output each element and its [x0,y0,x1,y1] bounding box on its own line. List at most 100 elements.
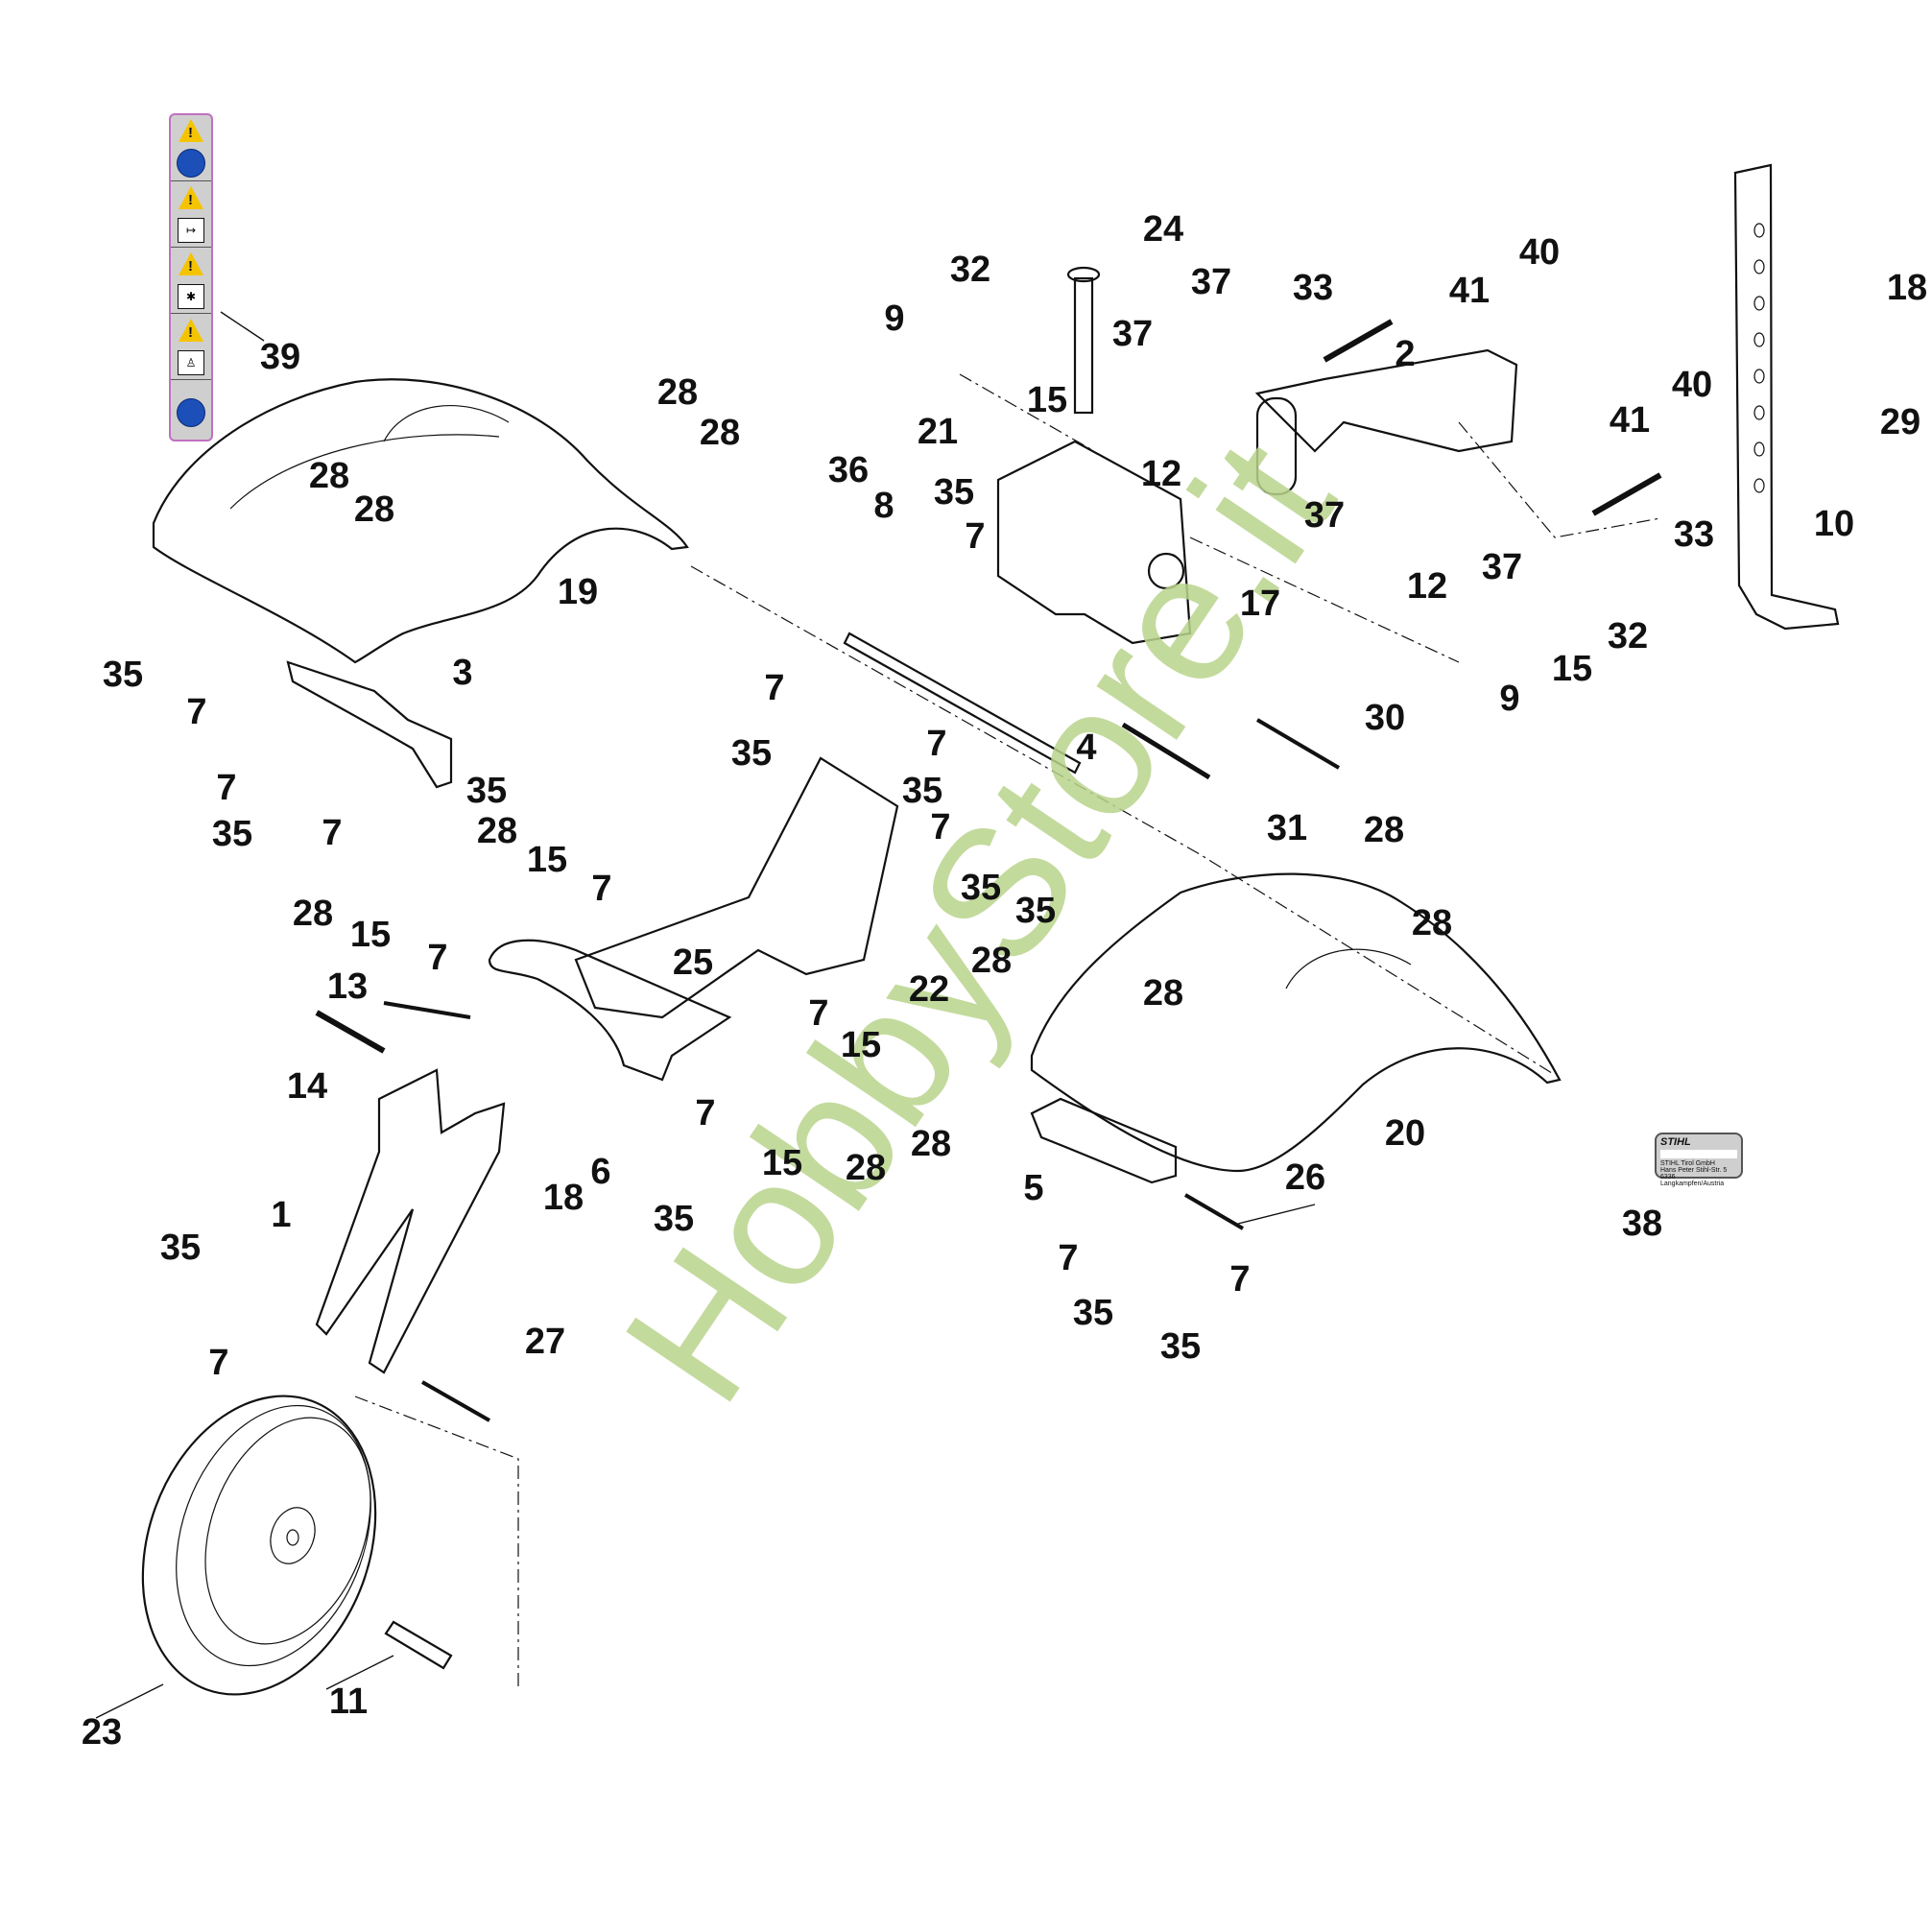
part-callout-24[interactable]: 24 [1142,209,1184,250]
part-callout-41[interactable]: 41 [1609,400,1651,441]
part-callout-15[interactable]: 15 [526,840,568,880]
part-callout-37[interactable]: 37 [1111,314,1154,354]
part-callout-19[interactable]: 19 [557,572,599,612]
part-callout-35[interactable]: 35 [901,771,943,811]
part-callout-21[interactable]: 21 [917,412,959,452]
part-callout-26[interactable]: 26 [1284,1157,1326,1198]
part-callout-7[interactable]: 7 [322,813,343,853]
rating-plate: STIHL STIHL Tirol GmbH Hans Peter Stihl-… [1655,1133,1743,1187]
part-callout-20[interactable]: 20 [1384,1113,1426,1154]
part-callout-40[interactable]: 40 [1671,365,1713,405]
part-callout-7[interactable]: 7 [764,668,785,708]
part-callout-25[interactable]: 25 [672,942,714,983]
part-callout-29[interactable]: 29 [1879,402,1921,442]
part-callout-15[interactable]: 15 [761,1143,803,1183]
part-callout-28[interactable]: 28 [1142,973,1184,1014]
part-callout-35[interactable]: 35 [1159,1326,1202,1367]
label-cell: ↦ [171,181,211,248]
part-callout-37[interactable]: 37 [1190,262,1232,302]
part-callout-33[interactable]: 33 [1292,268,1334,308]
part-callout-7[interactable]: 7 [591,869,612,909]
part-callout-7[interactable]: 7 [186,692,207,732]
hearing-protection-icon [177,398,205,427]
part-callout-7[interactable]: 7 [965,516,986,557]
label-cell [171,380,211,445]
part-callout-37[interactable]: 37 [1481,547,1523,587]
part-callout-28[interactable]: 28 [656,372,699,413]
part-callout-28[interactable]: 28 [1411,903,1453,943]
part-callout-35[interactable]: 35 [730,733,773,774]
wheel [141,1395,377,1696]
part-callout-4[interactable]: 4 [1076,727,1097,768]
part-callout-35[interactable]: 35 [653,1199,695,1239]
part-callout-7[interactable]: 7 [208,1343,229,1383]
pin [315,1010,386,1054]
part-callout-2[interactable]: 2 [1395,334,1416,374]
part-callout-7[interactable]: 7 [427,938,448,978]
part-callout-11[interactable]: 11 [328,1682,369,1722]
part-callout-28[interactable]: 28 [910,1124,952,1164]
part-callout-35[interactable]: 35 [159,1228,202,1268]
part-callout-6[interactable]: 6 [590,1152,611,1192]
part-callout-17[interactable]: 17 [1239,584,1281,624]
part-callout-15[interactable]: 15 [1551,649,1593,689]
part-callout-40[interactable]: 40 [1518,232,1561,273]
part-callout-15[interactable]: 15 [840,1025,882,1065]
part-callout-41[interactable]: 41 [1448,271,1491,311]
hazard-thrown-objects-icon [179,185,203,209]
part-callout-30[interactable]: 30 [1364,698,1406,738]
part-callout-7[interactable]: 7 [926,724,947,764]
part-callout-28[interactable]: 28 [353,489,395,530]
part-callout-7[interactable]: 7 [1058,1238,1079,1278]
part-callout-35[interactable]: 35 [465,771,508,811]
part-callout-35[interactable]: 35 [1014,891,1057,931]
part-callout-28[interactable]: 28 [476,811,518,851]
part-callout-28[interactable]: 28 [970,941,1013,981]
part-callout-27[interactable]: 27 [524,1322,566,1362]
bolt [1183,1193,1245,1230]
part-callout-12[interactable]: 12 [1140,454,1182,494]
part-callout-35[interactable]: 35 [102,655,144,695]
part-callout-35[interactable]: 35 [211,814,253,854]
part-callout-22[interactable]: 22 [908,969,950,1010]
part-callout-15[interactable]: 15 [349,915,392,955]
part-callout-7[interactable]: 7 [1229,1259,1251,1300]
part-callout-31[interactable]: 31 [1266,808,1308,848]
part-callout-33[interactable]: 33 [1673,514,1715,555]
part-callout-8[interactable]: 8 [873,486,894,526]
left-fender [152,378,689,664]
part-callout-28[interactable]: 28 [1363,810,1405,850]
part-callout-7[interactable]: 7 [695,1093,716,1133]
part-callout-35[interactable]: 35 [960,868,1002,908]
part-callout-28[interactable]: 28 [308,456,350,496]
bolt [1255,718,1341,770]
part-callout-7[interactable]: 7 [930,807,951,847]
part-callout-28[interactable]: 28 [845,1148,887,1188]
part-callout-23[interactable]: 23 [81,1712,123,1753]
part-callout-1[interactable]: 1 [271,1195,292,1235]
part-callout-5[interactable]: 5 [1023,1168,1044,1208]
part-callout-35[interactable]: 35 [933,472,975,513]
bolt [1121,722,1211,780]
part-callout-38[interactable]: 38 [1621,1204,1663,1244]
part-callout-3[interactable]: 3 [452,653,473,693]
part-callout-37[interactable]: 37 [1303,495,1346,536]
part-callout-39[interactable]: 39 [259,337,301,377]
part-callout-18[interactable]: 18 [542,1178,584,1218]
part-callout-14[interactable]: 14 [286,1066,328,1107]
part-callout-9[interactable]: 9 [1499,679,1520,719]
part-callout-15[interactable]: 15 [1026,380,1068,420]
part-callout-35[interactable]: 35 [1072,1293,1114,1333]
part-callout-9[interactable]: 9 [884,298,905,339]
part-callout-36[interactable]: 36 [827,450,870,490]
part-callout-32[interactable]: 32 [949,250,991,290]
part-callout-12[interactable]: 12 [1406,566,1448,607]
part-callout-32[interactable]: 32 [1607,616,1649,656]
part-callout-13[interactable]: 13 [326,966,369,1007]
part-callout-28[interactable]: 28 [292,894,334,934]
part-callout-10[interactable]: 10 [1813,504,1855,544]
part-callout-7[interactable]: 7 [808,993,829,1034]
part-callout-18[interactable]: 18 [1886,268,1928,308]
part-callout-28[interactable]: 28 [699,413,741,453]
part-callout-7[interactable]: 7 [216,768,237,808]
